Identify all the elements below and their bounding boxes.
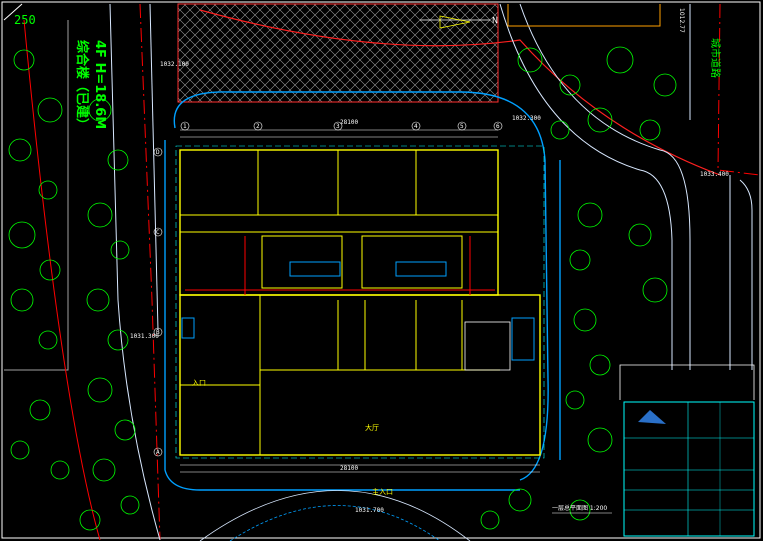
- axis-top-3: 3: [336, 123, 340, 130]
- coord-right: 1012.77: [678, 8, 685, 33]
- axis-left-d: D: [156, 149, 160, 156]
- elev-topleft: 1032.100: [160, 61, 189, 68]
- plaza-arc: [199, 490, 471, 541]
- north-label: N: [492, 16, 498, 25]
- existing-building-outline: [4, 20, 69, 371]
- trees-left: [8, 49, 140, 531]
- road-network: [109, 3, 753, 541]
- elev-right: 1033.400: [700, 171, 729, 178]
- axis-left-a: A: [156, 449, 160, 456]
- firm-logo: [638, 410, 666, 424]
- axis-left-c: C: [156, 229, 160, 236]
- axis-top-1: 1: [183, 123, 187, 130]
- road-label: 城市道路: [709, 38, 722, 78]
- building-name: 综合楼（已建）: [74, 40, 90, 131]
- axis-top-5: 5: [460, 123, 464, 130]
- property-line-left: [139, 3, 161, 541]
- axis-left-b: B: [156, 329, 160, 336]
- room-hall: 大厅: [365, 423, 379, 432]
- entrance-side: 入口: [192, 379, 206, 387]
- plaza-arc-inner: [229, 505, 441, 541]
- axis-left: D C B A: [153, 147, 163, 457]
- existing-building-label: 综合楼（已建） 4F H=18.6M: [74, 40, 107, 131]
- red-curve-left: [23, 19, 101, 541]
- axis-top-4: 4: [414, 123, 418, 130]
- orange-block: [507, 4, 661, 27]
- dim-bottom-total: 28100: [340, 465, 358, 472]
- property-line-right: [717, 3, 761, 176]
- axis-top: 1 2 3 4 5 6 28100: [180, 119, 503, 138]
- trees-right: [480, 46, 677, 530]
- title-block: [619, 364, 755, 537]
- corner-number: 250: [14, 13, 36, 27]
- dim-top-total: 28100: [340, 119, 358, 126]
- axis-top-6: 6: [496, 123, 500, 130]
- plan-title: 一层总平面图 1:200: [552, 504, 607, 512]
- hatched-parking: [177, 3, 499, 103]
- entrance-main: 主入口: [372, 487, 393, 496]
- corner-mark: [3, 3, 23, 21]
- floor-plan: [175, 145, 545, 459]
- elev-topright: 1032.300: [512, 115, 541, 122]
- axis-top-2: 2: [256, 123, 260, 130]
- north-arrow: N: [420, 15, 498, 29]
- building-floors: 4F H=18.6M: [92, 40, 107, 129]
- elev-left: 1031.300: [130, 333, 159, 340]
- elev-bottom: 1031.700: [355, 507, 384, 514]
- fire-lane: [164, 91, 561, 491]
